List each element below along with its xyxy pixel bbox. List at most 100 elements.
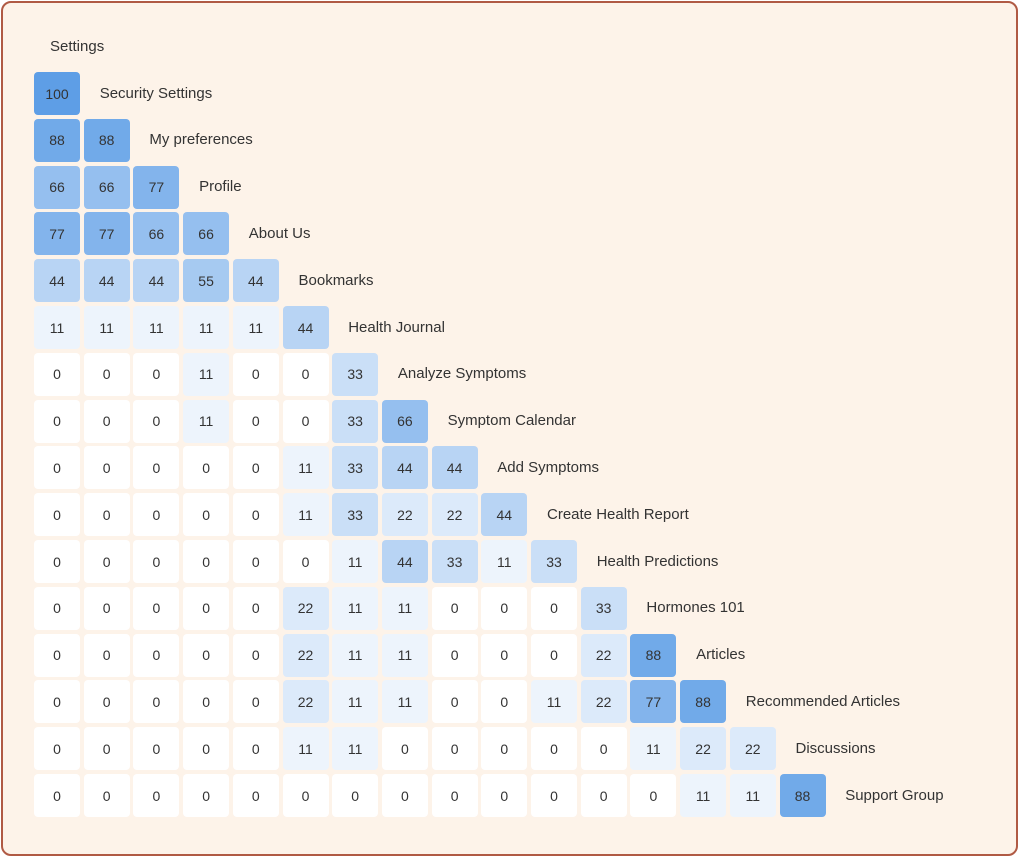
heatmap-cell: 44 (133, 259, 180, 303)
row-label: Symptom Calendar (447, 412, 576, 430)
heatmap-cell: 77 (133, 165, 180, 209)
heatmap-cell: 11 (83, 306, 130, 349)
row-label: Health Journal (348, 318, 445, 336)
heatmap-cell: 0 (183, 680, 230, 724)
heatmap-cell: 22 (282, 586, 329, 630)
heatmap-cell: 0 (332, 774, 379, 817)
heatmap-cell: 11 (381, 680, 428, 724)
heatmap-cell: 0 (431, 633, 478, 677)
heatmap-cell: 0 (83, 352, 130, 396)
heatmap-cell: 0 (282, 399, 329, 443)
heatmap-cell: 0 (232, 540, 279, 583)
heatmap-cell: 0 (34, 680, 80, 724)
heatmap-cell: 0 (183, 774, 230, 817)
heatmap-cell: 11 (183, 306, 230, 349)
heatmap-cell: 88 (630, 633, 677, 677)
heatmap-cell: 11 (183, 352, 230, 396)
heatmap-cell: 88 (83, 118, 130, 162)
heatmap-cell: 11 (332, 633, 379, 677)
heatmap-cell: 0 (481, 586, 528, 630)
heatmap-cell: 44 (381, 540, 428, 583)
heatmap-cell: 33 (332, 399, 379, 443)
heatmap-cell: 0 (481, 774, 528, 817)
heatmap-cell: 0 (431, 727, 478, 771)
heatmap-cell: 22 (381, 493, 428, 537)
row-label: Recommended Articles (745, 692, 901, 710)
heatmap-cell: 0 (481, 633, 528, 677)
heatmap-cell: 0 (133, 352, 180, 396)
row-label: Create Health Report (547, 505, 689, 523)
heatmap-cell: 11 (332, 727, 379, 771)
heatmap-cell: 66 (183, 212, 230, 256)
heatmap-cell: 0 (133, 774, 180, 817)
heatmap-cell: 11 (282, 727, 329, 771)
heatmap-cell: 0 (232, 352, 279, 396)
heatmap-cell: 44 (34, 259, 80, 303)
heatmap-cell: 22 (431, 493, 478, 537)
heatmap-cell: 11 (183, 399, 230, 443)
heatmap-cell: 11 (680, 774, 727, 817)
row-label: My preferences (149, 131, 253, 149)
heatmap-cell: 0 (83, 633, 130, 677)
heatmap-cell: 22 (580, 633, 627, 677)
row-label: Discussions (795, 739, 876, 757)
row-label: Articles (696, 646, 746, 664)
heatmap-cell: 0 (34, 774, 80, 817)
row-label: Hormones 101 (646, 599, 745, 617)
row-label: Bookmarks (298, 271, 374, 289)
heatmap-cell: 0 (431, 774, 478, 817)
heatmap-cell: 66 (83, 165, 130, 209)
row-label: Analyze Symptoms (397, 365, 527, 383)
heatmap-cell: 0 (232, 774, 279, 817)
heatmap-cell: 22 (580, 680, 627, 724)
row-label: Support Group (845, 786, 944, 804)
heatmap-cell: 22 (282, 680, 329, 724)
heatmap-cell: 0 (34, 586, 80, 630)
matrix-header-label: Settings (50, 38, 105, 55)
heatmap-cell: 0 (232, 493, 279, 537)
heatmap-cell: 0 (34, 399, 80, 443)
heatmap-cell: 11 (34, 306, 80, 349)
heatmap-cell: 0 (232, 586, 279, 630)
row-label: Add Symptoms (497, 458, 600, 476)
heatmap-cell: 0 (83, 727, 130, 771)
heatmap-cell: 11 (531, 680, 577, 724)
heatmap-cell: 0 (133, 399, 180, 443)
heatmap-cell: 11 (282, 493, 329, 537)
heatmap-cell: 44 (381, 446, 428, 490)
heatmap-cell: 33 (332, 446, 379, 490)
heatmap-cell: 0 (531, 586, 577, 630)
heatmap-cell: 0 (133, 540, 180, 583)
heatmap-cell: 0 (34, 540, 80, 583)
heatmap-cell: 11 (282, 446, 329, 490)
heatmap-cell: 11 (630, 727, 677, 771)
heatmap-cell: 22 (680, 727, 727, 771)
row-label: Profile (199, 178, 242, 196)
row-label: Security Settings (99, 84, 213, 102)
heatmap-cell: 0 (580, 727, 627, 771)
heatmap-cell: 0 (133, 586, 180, 630)
heatmap-cell: 0 (381, 774, 428, 817)
heatmap-cell: 0 (431, 586, 478, 630)
heatmap-cell: 22 (729, 727, 776, 771)
heatmap-cell: 0 (183, 540, 230, 583)
heatmap-cell: 0 (34, 446, 80, 490)
heatmap-cell: 66 (133, 212, 180, 256)
heatmap-cell: 44 (481, 493, 528, 537)
heatmap-cell: 0 (282, 774, 329, 817)
heatmap-cell: 0 (183, 446, 230, 490)
heatmap-cell: 77 (83, 212, 130, 256)
heatmap-cell: 11 (332, 680, 379, 724)
heatmap-cell: 33 (531, 540, 577, 583)
heatmap-cell: 88 (34, 118, 80, 162)
heatmap-cell: 0 (282, 540, 329, 583)
heatmap-cell: 0 (481, 680, 528, 724)
heatmap-cell: 0 (133, 493, 180, 537)
heatmap-cell: 0 (83, 680, 130, 724)
heatmap-cell: 44 (232, 259, 279, 303)
heatmap-cell: 0 (381, 727, 428, 771)
heatmap-cell: 77 (34, 212, 80, 256)
heatmap-cell: 33 (332, 352, 379, 396)
heatmap-cell: 0 (232, 446, 279, 490)
